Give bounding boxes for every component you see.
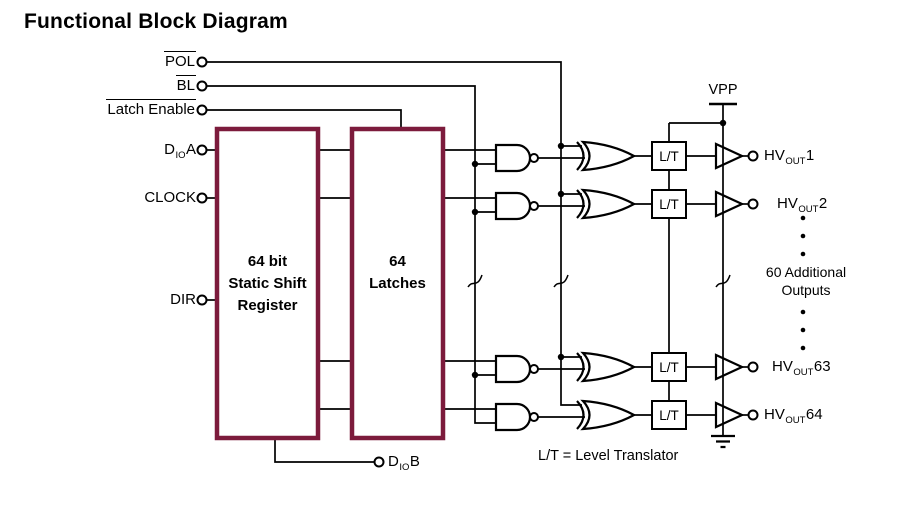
bl-junction-row63 [471,371,479,379]
buffer-triangle [714,142,745,170]
nand-gate [494,402,532,432]
output-label-hvout1: HVOUT1 [764,147,815,167]
nand-gate [494,191,532,221]
xor-gate [580,140,637,172]
input-label-latch-enable: Latch Enable [106,99,196,118]
input-label-dio-a: DIOA [164,141,196,161]
clock-terminal [196,192,208,204]
dio-b-terminal [373,456,385,468]
xor-back-arc [576,352,585,382]
nand-bubble [529,201,539,211]
additional-outputs-label: 60 Additional Outputs [765,264,847,298]
channel-row-63 [494,351,759,384]
shift-register-block [214,126,321,441]
vpp-bus-break [715,274,731,288]
input-label-dir: DIR [170,291,196,308]
latch-enable-terminal [196,104,208,116]
latches-block [349,126,446,441]
ground-symbol [711,434,735,449]
ellipsis-dot [800,327,806,333]
buffer-triangle [714,353,745,381]
xor-back-arc [576,189,585,219]
vpp-label: VPP [708,82,738,98]
bl-junction-row2 [471,208,479,216]
lt-box-label: L/T [659,197,679,212]
input-label-pol: POL [163,51,196,70]
ellipsis-dot [800,215,806,221]
pol-rail-wire [206,61,582,406]
buffer-triangle [714,190,745,218]
xor-back-arc [576,400,585,430]
xor-gate [580,351,637,383]
latch-enable-wire [206,109,402,127]
pol-junction-row1 [557,142,565,150]
xor-gate [580,399,637,431]
xor-gate [580,188,637,220]
shift-register-label: 64 bit Static Shift Register [228,253,307,314]
lt-legend: L/T = Level Translator [538,448,679,464]
dir-terminal [196,294,208,306]
dio-a-terminal [196,144,208,156]
output-terminal [747,198,759,210]
nand-gate [494,143,532,173]
pol-bus-break [553,274,569,288]
nand-bubble [529,153,539,163]
xor-back-arc [576,141,585,171]
ellipsis-dot [800,251,806,257]
pol-terminal [196,56,208,68]
input-label-clock: CLOCK [144,189,196,206]
latches-label: 64 Latches [369,253,426,292]
lt-box-label: L/T [659,408,679,423]
buffer-triangle [714,401,745,429]
lt-box-label: L/T [659,360,679,375]
page-title: Functional Block Diagram [24,10,288,33]
channel-row-2 [494,188,759,221]
output-terminal [747,361,759,373]
ellipsis-dot [800,345,806,351]
channel-row-64 [494,399,759,432]
bl-rail-wire [206,85,496,424]
pol-junction-row2 [557,190,565,198]
output-terminal [747,150,759,162]
ellipsis-dot [800,309,806,315]
input-label-bl: BL [175,75,196,94]
input-label-dio-b: DIOB [388,453,420,473]
vpp-junction [719,119,727,127]
bl-terminal [196,80,208,92]
output-label-hvout63: HVOUT63 [772,358,831,378]
output-label-hvout2: HVOUT2 [777,195,828,215]
bl-bus-break [467,274,483,288]
nand-bubble [529,364,539,374]
bl-junction-row1 [471,160,479,168]
dio-b-wire [274,440,375,463]
pol-junction-row63 [557,353,565,361]
lt-box-label: L/T [659,149,679,164]
nand-gate [494,354,532,384]
nand-bubble [529,412,539,422]
channel-row-1 [494,140,759,173]
output-terminal [747,409,759,421]
ellipsis-dot [800,233,806,239]
output-label-hvout64: HVOUT64 [764,406,823,426]
